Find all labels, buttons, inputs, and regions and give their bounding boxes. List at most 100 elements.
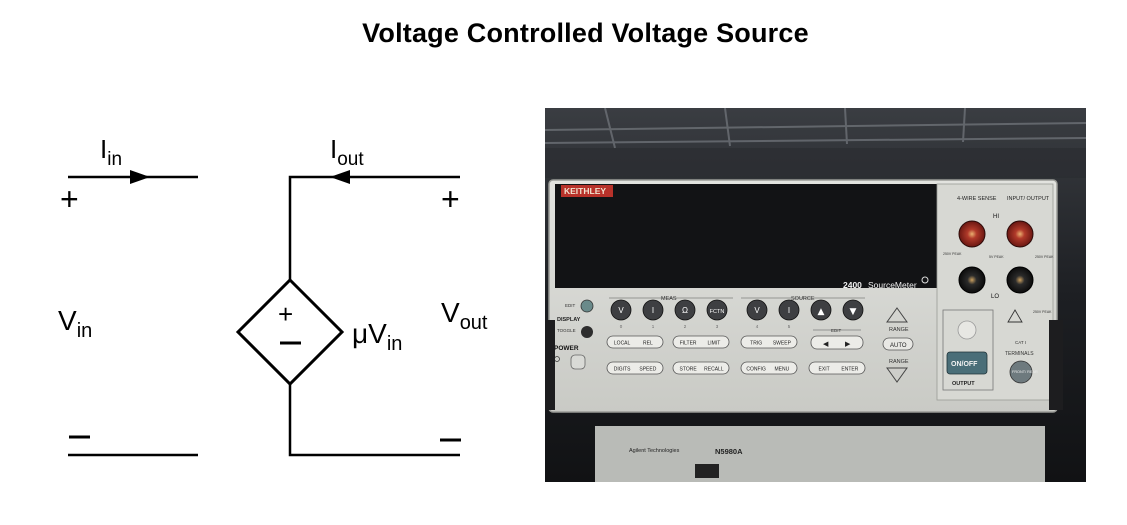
key-label: TRIG [750, 341, 762, 347]
key-label: MENU [775, 367, 790, 373]
meas-key[interactable] [642, 299, 664, 321]
io-hi-jack[interactable] [1006, 220, 1034, 248]
peak-label-2: 5V PEAK [989, 255, 1004, 259]
key-label: SWEEP [773, 341, 792, 347]
page-title: Voltage Controlled Voltage Source [362, 18, 809, 48]
display-toggle-button[interactable] [581, 326, 593, 338]
meas-key-number: 2 [684, 324, 687, 329]
output-current-label: Iout [330, 134, 364, 170]
input-voltage-label: Vin [58, 305, 92, 342]
output-label: OUTPUT [952, 381, 975, 387]
source-plus: + [278, 299, 293, 329]
source-key-label: I [788, 306, 790, 315]
source-group-label: SOURCE [791, 296, 815, 302]
meas-key[interactable] [706, 299, 728, 321]
io-lo-jack[interactable] [1006, 266, 1034, 294]
vcvs-circuit-diagram: Iin + Vin Iout + + μVin Vout [58, 134, 488, 457]
model-number: 2400 [843, 280, 862, 290]
source-key-label: V [754, 306, 760, 315]
cat-label: CAT I [1015, 340, 1026, 345]
key-pill[interactable] [740, 335, 798, 349]
meas-key[interactable] [674, 299, 696, 321]
down-arrow-button[interactable] [842, 299, 864, 321]
input-current-label: Iin [100, 134, 122, 170]
edit-button[interactable] [580, 299, 594, 313]
range-down-button[interactable] [886, 367, 908, 383]
input-current-arrow [130, 170, 150, 184]
key-label: LIMIT [707, 341, 720, 347]
keithley-sourcemeter-photo: KEITHLEY 2400 SourceMeter EDIT DISPLAY T… [545, 108, 1086, 482]
key-label: REL [643, 341, 653, 347]
range-down-label: RANGE [889, 359, 909, 365]
display-window [555, 184, 939, 288]
auto-button[interactable] [882, 337, 914, 351]
warning-icon [1007, 309, 1023, 323]
down-arrow-icon: ▼ [850, 307, 857, 317]
edit-label: EDIT [565, 303, 576, 308]
range-up-label: RANGE [889, 327, 909, 333]
terminals-label: TERMINALS [1005, 351, 1034, 357]
sense-hi-jack[interactable] [958, 220, 986, 248]
shelf-rack [545, 108, 1086, 149]
lower-model: N5980A [715, 447, 743, 456]
key-label: CONFIG [746, 367, 766, 373]
source-key-number: 4 [756, 324, 759, 329]
terminal-panel [936, 183, 1054, 401]
input-plus: + [60, 181, 79, 217]
key-label: ENTER [841, 367, 858, 373]
toggle-label: TOGGLE [557, 328, 576, 333]
key-label: RECALL [704, 367, 724, 373]
display-label: DISPLAY [557, 317, 581, 323]
output-bottom-wire [288, 384, 460, 457]
edit-group-label: EDIT [831, 328, 842, 333]
output-box [942, 309, 994, 391]
key-label: FILTER [680, 341, 697, 347]
key-pill[interactable] [808, 361, 866, 375]
up-arrow-icon: ▲ [818, 307, 825, 317]
peak-label-3: 250V PEAK [1035, 255, 1054, 259]
left-right-rocker[interactable] [810, 335, 864, 350]
lo-label: LO [991, 294, 999, 300]
source-key-number: 5 [788, 324, 791, 329]
peak-label-4: 250V PEAK [1033, 310, 1052, 314]
key-pill[interactable] [606, 335, 664, 349]
front-rear-button[interactable] [1009, 360, 1033, 384]
meas-key-number: 1 [652, 324, 655, 329]
key-pill[interactable] [606, 361, 664, 375]
key-label: EXIT [819, 367, 830, 373]
meas-key-label: V [618, 306, 624, 315]
meas-group-label: MEAS [661, 296, 677, 302]
meas-key-label: FCTN [710, 309, 725, 315]
output-indicator [957, 320, 977, 340]
range-up-button[interactable] [886, 307, 908, 323]
key-label: SPEED [639, 367, 656, 373]
auto-label: AUTO [890, 343, 907, 349]
hi-label: HI [993, 214, 999, 220]
source-key[interactable] [746, 299, 768, 321]
key-pill[interactable] [740, 361, 798, 375]
key-label: STORE [680, 367, 698, 373]
key-pill[interactable] [672, 335, 730, 349]
output-top-wire [288, 175, 460, 280]
front-rear-label: FRONT/ REAR [1012, 370, 1038, 374]
source-key[interactable] [778, 299, 800, 321]
peak-label-1: 250V PEAK [943, 252, 962, 256]
key-label: LOCAL [614, 341, 631, 347]
brand-logo: KEITHLEY [564, 186, 606, 196]
meas-key-label: Ω [682, 306, 688, 315]
sense-lo-jack[interactable] [958, 266, 986, 294]
meas-key-number: 3 [716, 324, 719, 329]
meas-key-number: 0 [620, 324, 623, 329]
io-label: INPUT/ OUTPUT [1007, 196, 1050, 202]
up-arrow-button[interactable] [810, 299, 832, 321]
model-name: SourceMeter [868, 280, 917, 290]
sense-label: 4-WIRE SENSE [957, 196, 997, 202]
output-current-arrow [330, 170, 350, 184]
power-label: POWER [554, 345, 579, 352]
power-switch[interactable] [570, 354, 586, 370]
onoff-button[interactable] [946, 351, 988, 375]
left-arrow-icon: ◀ [823, 340, 829, 348]
dependent-source-diamond [235, 277, 345, 387]
meas-key[interactable] [610, 299, 632, 321]
key-pill[interactable] [672, 361, 730, 375]
